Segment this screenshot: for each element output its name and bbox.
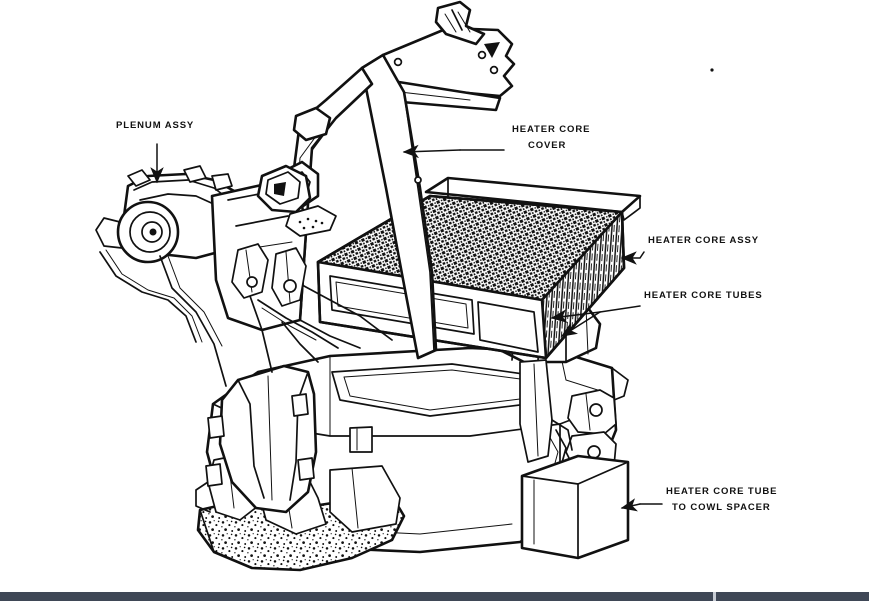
cowl-spacer-block bbox=[520, 454, 630, 560]
callout-heater-core-assy-label: HEATER CORE ASSY bbox=[648, 235, 759, 246]
callout-heater-core-cover-label-line2: COVER bbox=[528, 140, 566, 151]
callout-heater-core-tube-to-cowl-spacer: HEATER CORE TUBE TO COWL SPACER bbox=[620, 486, 777, 513]
callout-heater-core-tubes-arrow-upper bbox=[550, 309, 601, 323]
callout-cowl-spacer-label-line1: HEATER CORE TUBE bbox=[666, 486, 777, 497]
plenum-assembly-body bbox=[95, 164, 393, 387]
bottom-bar-divider bbox=[713, 592, 716, 601]
callout-heater-core-cover-label-line1: HEATER CORE bbox=[512, 124, 590, 135]
callout-cowl-spacer-label-line2: TO COWL SPACER bbox=[672, 502, 771, 513]
bottom-status-bar bbox=[0, 592, 869, 601]
callout-heater-core-assy: HEATER CORE ASSY bbox=[620, 235, 759, 265]
callout-heater-core-assy-leader bbox=[620, 251, 645, 265]
callout-heater-core-cover-arrow bbox=[402, 144, 461, 159]
scan-speck-artifact bbox=[710, 68, 714, 72]
housing-door-frame bbox=[205, 364, 318, 514]
callout-heater-core-tubes: HEATER CORE TUBES bbox=[550, 290, 763, 337]
callout-cowl-spacer-arrow bbox=[620, 498, 641, 512]
callout-plenum-assy-label: PLENUM ASSY bbox=[116, 120, 194, 131]
callout-heater-core-tubes-leader bbox=[599, 305, 641, 313]
callout-heater-core-tubes-arrow-lower bbox=[560, 311, 601, 337]
callout-heater-core-tubes-label: HEATER CORE TUBES bbox=[644, 290, 763, 301]
callout-heater-core-cover: HEATER CORE COVER bbox=[402, 124, 590, 159]
callout-plenum-assy: PLENUM ASSY bbox=[116, 120, 194, 184]
